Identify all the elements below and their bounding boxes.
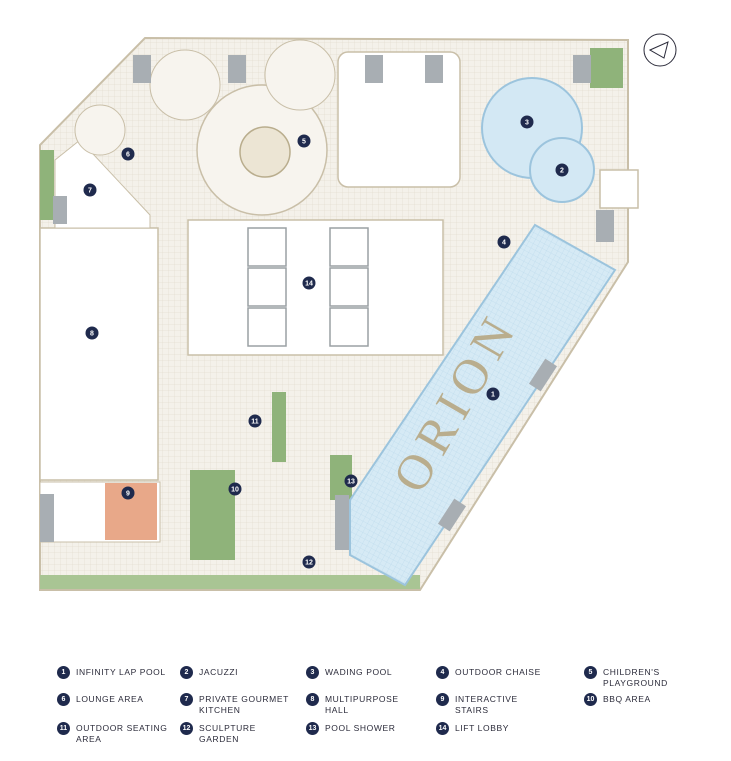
- legend-label: BBQ AREA: [603, 694, 651, 704]
- lift-shafts: [247, 227, 369, 347]
- map-marker-13: 13: [344, 474, 358, 488]
- map-marker-6: 6: [121, 147, 135, 161]
- planter-bottom: [40, 575, 420, 589]
- legend-number: 11: [57, 722, 70, 735]
- map-marker-2: 2: [555, 163, 569, 177]
- map-marker-number: 8: [90, 331, 94, 338]
- legend-label: JACUZZI: [199, 667, 239, 677]
- infinity-lap-pool: [349, 223, 617, 587]
- legend-number: 7: [180, 693, 193, 706]
- legend-item: 12 SCULPTURE GARDEN: [180, 722, 298, 745]
- planter-left: [40, 150, 54, 220]
- legend-label: CHILDREN'S PLAYGROUND: [603, 667, 668, 688]
- map-marker-1: 1: [486, 387, 500, 401]
- map-marker-number: 1: [491, 392, 495, 399]
- map-marker-10: 10: [228, 482, 242, 496]
- legend-label: LOUNGE AREA: [76, 694, 144, 704]
- legend-number: 14: [436, 722, 449, 735]
- legend-item: 5 CHILDREN'S PLAYGROUND: [584, 666, 724, 689]
- roof-panels: [40, 55, 614, 542]
- legend-label: MULTIPURPOSE HALL: [325, 694, 399, 715]
- legend-item: 2 JACUZZI: [180, 666, 298, 679]
- map-marker-11: 11: [248, 414, 262, 428]
- legend-item: 14 LIFT LOBBY: [436, 722, 554, 735]
- map-marker-3: 3: [520, 115, 534, 129]
- legend-number: 10: [584, 693, 597, 706]
- map-marker-5: 5: [297, 134, 311, 148]
- legend-number: 9: [436, 693, 449, 706]
- planter-top-right: [590, 48, 623, 88]
- legend-item: 3 WADING POOL: [306, 666, 424, 679]
- washroom-block: [337, 51, 461, 188]
- legend-item: 7 PRIVATE GOURMET KITCHEN: [180, 693, 298, 716]
- map-marker-12: 12: [302, 555, 316, 569]
- legend-label: OUTDOOR CHAISE: [455, 667, 541, 677]
- legend-label: INTERACTIVE STAIRS: [455, 694, 518, 715]
- map-marker-14: 14: [302, 276, 316, 290]
- legend-item: 11 OUTDOOR SEATING AREA: [57, 722, 175, 745]
- map-marker-number: 14: [305, 281, 313, 288]
- playground-circle-small: [264, 39, 336, 111]
- playground-centre: [239, 126, 291, 178]
- lift-core: [187, 219, 444, 356]
- legend-number: 5: [584, 666, 597, 679]
- map-marker-9: 9: [121, 486, 135, 500]
- north-arrow-icon: [643, 33, 677, 67]
- legend-number: 2: [180, 666, 193, 679]
- map-marker-number: 7: [88, 188, 92, 195]
- map-marker-number: 10: [231, 487, 239, 494]
- map-marker-number: 5: [302, 139, 306, 146]
- legend-label: INFINITY LAP POOL: [76, 667, 166, 677]
- legend-item: 13 POOL SHOWER: [306, 722, 424, 735]
- legend-item: 8 MULTIPURPOSE HALL: [306, 693, 424, 716]
- legend-number: 4: [436, 666, 449, 679]
- map-marker-7: 7: [83, 183, 97, 197]
- map-marker-8: 8: [85, 326, 99, 340]
- legend-item: 4 OUTDOOR CHAISE: [436, 666, 554, 679]
- legend-item: 1 INFINITY LAP POOL: [57, 666, 175, 679]
- legend-item: 9 INTERACTIVE STAIRS: [436, 693, 554, 716]
- multipurpose-hall: [39, 227, 159, 481]
- map-marker-number: 11: [251, 419, 259, 426]
- legend-number: 1: [57, 666, 70, 679]
- legend-number: 8: [306, 693, 319, 706]
- legend-label: LIFT LOBBY: [455, 723, 510, 733]
- skylight: [599, 169, 639, 209]
- legend-number: 3: [306, 666, 319, 679]
- map-marker-number: 13: [347, 479, 355, 486]
- legend-label: WADING POOL: [325, 667, 393, 677]
- map-marker-number: 9: [126, 491, 130, 498]
- legend-number: 6: [57, 693, 70, 706]
- legend-number: 12: [180, 722, 193, 735]
- pool-dividers: [335, 358, 558, 550]
- lounge-circle: [74, 104, 126, 156]
- map-marker-4: 4: [497, 235, 511, 249]
- planter-garden-a: [272, 392, 286, 462]
- map-marker-number: 4: [502, 240, 506, 247]
- legend-item: 6 LOUNGE AREA: [57, 693, 175, 706]
- map-marker-number: 3: [525, 120, 529, 127]
- map-marker-number: 12: [305, 560, 313, 567]
- legend-label: PRIVATE GOURMET KITCHEN: [199, 694, 289, 715]
- playground-circle-small: [149, 49, 221, 121]
- legend-label: SCULPTURE GARDEN: [199, 723, 256, 744]
- planter-garden-b: [190, 470, 235, 560]
- legend-number: 13: [306, 722, 319, 735]
- legend-label: POOL SHOWER: [325, 723, 396, 733]
- legend-label: OUTDOOR SEATING AREA: [76, 723, 168, 744]
- map-marker-number: 6: [126, 152, 130, 159]
- planter-garden-c: [330, 455, 352, 500]
- legend-item: 10 BBQ AREA: [584, 693, 724, 706]
- map-marker-number: 2: [560, 168, 564, 175]
